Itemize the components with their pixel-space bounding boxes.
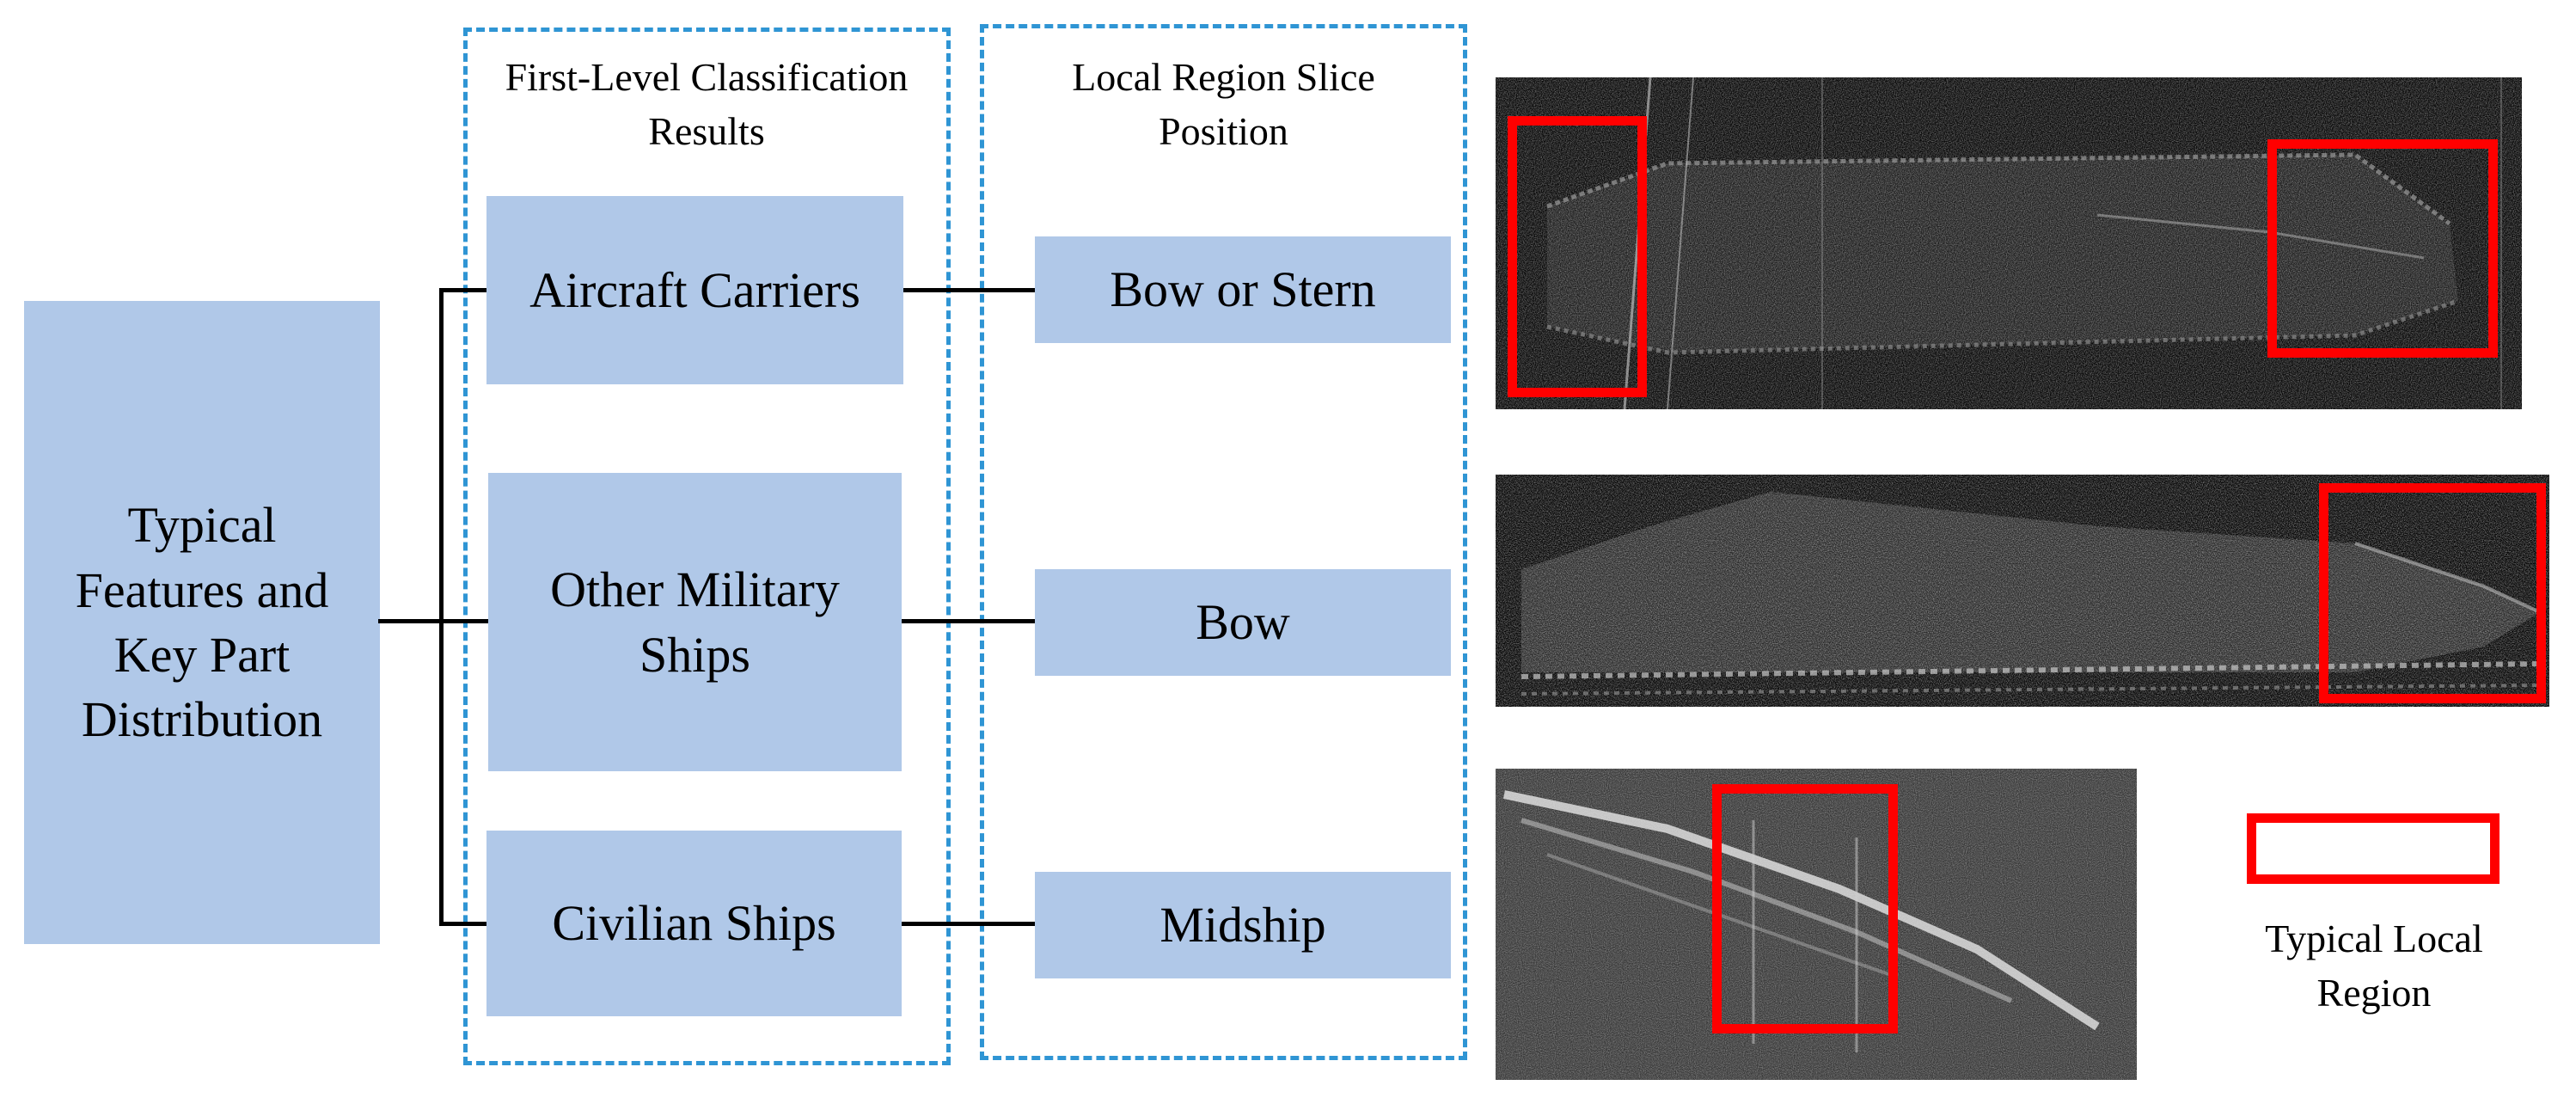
connector-branch-1 bbox=[439, 288, 491, 292]
sar-image-aircraft-carrier bbox=[1496, 77, 2522, 409]
connector-branch-3 bbox=[439, 922, 491, 926]
legend-label: Typical Local Region bbox=[2265, 917, 2483, 1015]
connector-class-1 bbox=[901, 288, 1038, 292]
position-bow-or-stern: Bow or Stern bbox=[1035, 236, 1451, 343]
classification-group bbox=[463, 28, 951, 1065]
position-bow: Bow bbox=[1035, 569, 1451, 676]
connector-class-2 bbox=[899, 619, 1038, 623]
root-label: Typical Features and Key Part Distributi… bbox=[75, 497, 329, 748]
connector-class-3 bbox=[899, 922, 1038, 926]
connector-root bbox=[378, 619, 490, 623]
legend-swatch bbox=[2247, 813, 2500, 884]
highlight-region-midship bbox=[1712, 784, 1898, 1033]
highlight-region-bow bbox=[2267, 139, 2498, 358]
class-aircraft-carriers: Aircraft Carriers bbox=[486, 196, 903, 384]
position-midship: Midship bbox=[1035, 872, 1451, 978]
slice-position-header: Local Region Slice Position bbox=[1072, 55, 1375, 154]
sar-image-civilian-ship bbox=[1496, 769, 2137, 1080]
highlight-region-bow-military bbox=[2319, 483, 2546, 703]
connector-vertical bbox=[439, 288, 444, 926]
root-box: Typical Features and Key Part Distributi… bbox=[24, 301, 380, 944]
sar-image-military-ship bbox=[1496, 475, 2549, 707]
slice-position-group bbox=[980, 24, 1467, 1060]
class-civilian-ships: Civilian Ships bbox=[486, 831, 902, 1016]
highlight-region-stern bbox=[1508, 116, 1647, 397]
class-other-military-ships: Other Military Ships bbox=[488, 473, 902, 771]
classification-header: First-Level Classification Results bbox=[505, 55, 909, 154]
